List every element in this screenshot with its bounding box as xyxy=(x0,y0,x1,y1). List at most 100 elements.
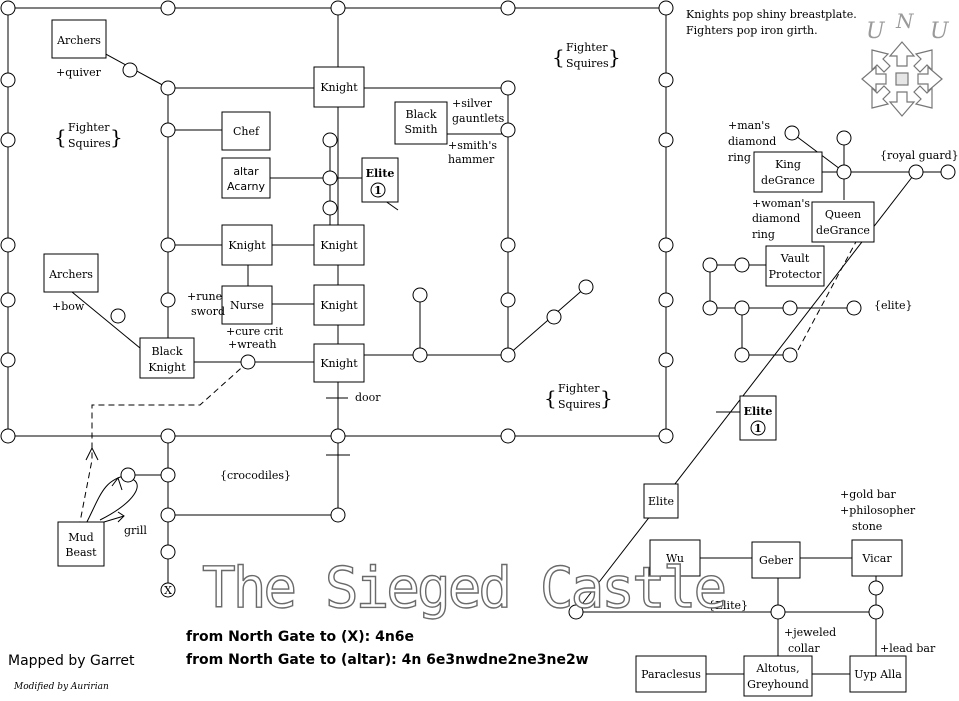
corridor-node xyxy=(702,257,718,273)
x-marker[interactable]: X xyxy=(160,582,176,598)
philosopher-label: +philosopher xyxy=(840,504,916,517)
corridor-node xyxy=(846,300,862,316)
room-vault-protector[interactable]: Vault Protector xyxy=(765,245,825,287)
room-elite-lower[interactable]: Elite xyxy=(643,483,679,519)
corridor-node xyxy=(160,467,176,483)
door-label: door xyxy=(355,391,381,404)
room-label: Elite xyxy=(366,167,395,180)
room-geber[interactable]: Geber xyxy=(751,541,801,579)
room-label-line2: deGrance xyxy=(761,174,815,187)
corridor-node xyxy=(110,308,126,324)
room-chef[interactable]: Chef xyxy=(221,111,271,151)
wreath-label: +wreath xyxy=(228,338,276,351)
elite-count: 1 xyxy=(374,184,382,197)
corridor-node xyxy=(770,604,786,620)
corridor-node xyxy=(160,507,176,523)
room-label-line1: Vault xyxy=(780,252,810,265)
corridor-node xyxy=(0,0,16,16)
corridor-node xyxy=(160,237,176,253)
corridor-node xyxy=(160,80,176,96)
svg-text:Fighter: Fighter xyxy=(566,41,608,54)
room-label: Knight xyxy=(228,239,266,252)
mans-ring-label-2: diamond xyxy=(728,135,776,148)
corridor-node xyxy=(836,130,852,146)
room-archers-top[interactable]: Archers xyxy=(51,19,107,59)
svg-text:U: U xyxy=(930,19,950,44)
room-knight-mid2[interactable]: Knight xyxy=(313,284,365,326)
room-label: Knight xyxy=(320,81,358,94)
room-label: Nurse xyxy=(230,299,264,312)
room-label-line2: Smith xyxy=(405,123,438,136)
corridor-node xyxy=(500,347,516,363)
room-knight-top[interactable]: Knight xyxy=(313,66,365,108)
room-label-line1: Mud xyxy=(68,531,93,544)
room-mud-beast[interactable]: Mud Beast xyxy=(57,521,105,567)
svg-text:Fighter: Fighter xyxy=(68,121,110,134)
royal-guard-label: {royal guard} xyxy=(880,149,959,162)
room-elite-inner[interactable]: Elite 1 xyxy=(361,157,399,203)
room-black-smith[interactable]: Black Smith xyxy=(394,101,448,145)
corridor-node xyxy=(658,352,674,368)
womans-ring-label-3: ring xyxy=(752,228,775,241)
corridor-node xyxy=(240,354,256,370)
corridor-node xyxy=(734,347,750,363)
room-paraclesus[interactable]: Paraclesus xyxy=(635,655,707,693)
room-altar[interactable]: altar Acarny xyxy=(221,157,271,199)
corridor-node xyxy=(0,428,16,444)
rune-sword-label: +rune xyxy=(187,290,222,303)
corridor-node xyxy=(658,132,674,148)
room-knight-left[interactable]: Knight xyxy=(221,224,273,266)
svg-text:{: { xyxy=(54,125,67,149)
svg-text:Squires: Squires xyxy=(68,137,111,150)
corridor-node xyxy=(500,292,516,308)
corridor-node xyxy=(412,347,428,363)
corridor-node xyxy=(782,300,798,316)
room-vicar[interactable]: Vicar xyxy=(851,539,903,577)
corridor-node xyxy=(500,237,516,253)
rune-sword-label-2: sword xyxy=(191,305,225,318)
corridor-node xyxy=(0,292,16,308)
room-archers-left[interactable]: Archers xyxy=(43,253,99,293)
svg-text:Fighter: Fighter xyxy=(558,382,600,395)
corridor-node xyxy=(868,580,884,596)
room-label-line2: Beast xyxy=(65,546,97,559)
fighter-squires-2: { Fighter Squires } xyxy=(54,121,123,150)
room-label: Wu xyxy=(666,552,684,565)
stone-label: stone xyxy=(852,520,882,533)
room-nurse[interactable]: Nurse xyxy=(221,285,273,325)
corridor-node xyxy=(734,300,750,316)
corridor-node xyxy=(546,309,562,325)
room-uyp-alla[interactable]: Uyp Alla xyxy=(849,655,907,693)
mans-ring-label: +man's xyxy=(728,119,770,132)
corridor-node xyxy=(658,237,674,253)
room-label-line1: Black xyxy=(406,108,437,121)
hidden-passages xyxy=(79,237,859,523)
corridor-node xyxy=(500,122,516,138)
crocodiles-label: {crocodiles} xyxy=(220,469,291,482)
room-label-line1: Queen xyxy=(825,208,861,221)
quiver-label: +quiver xyxy=(56,66,102,79)
room-elite-right[interactable]: Elite 1 xyxy=(739,395,777,441)
room-knight-gate[interactable]: Knight xyxy=(313,343,365,383)
room-label: Elite xyxy=(744,405,773,418)
svg-text:{: { xyxy=(544,386,557,410)
room-knight-mid[interactable]: Knight xyxy=(313,224,365,266)
room-queen[interactable]: Queen deGrance xyxy=(811,201,875,243)
legend-note-line2: Fighters pop iron girth. xyxy=(686,24,818,37)
room-wu[interactable]: Wu xyxy=(649,539,701,577)
elite-count: 1 xyxy=(754,422,762,435)
corridor-node xyxy=(160,544,176,560)
corridor-node xyxy=(784,125,800,141)
svg-text:N: N xyxy=(895,9,915,33)
corridor-node xyxy=(940,164,956,180)
corridor-node xyxy=(568,604,584,620)
bow-label: +bow xyxy=(52,300,85,313)
corridor-node xyxy=(160,428,176,444)
room-black-knight[interactable]: Black Knight xyxy=(139,337,195,379)
directions-to-x: from North Gate to (X): 4n6e xyxy=(186,629,414,645)
room-label-line1: King xyxy=(775,158,801,171)
room-altotus[interactable]: Altotus, Greyhound xyxy=(743,655,813,697)
mapped-by: Mapped by Garret xyxy=(8,653,135,669)
room-king[interactable]: King deGrance xyxy=(753,151,823,193)
